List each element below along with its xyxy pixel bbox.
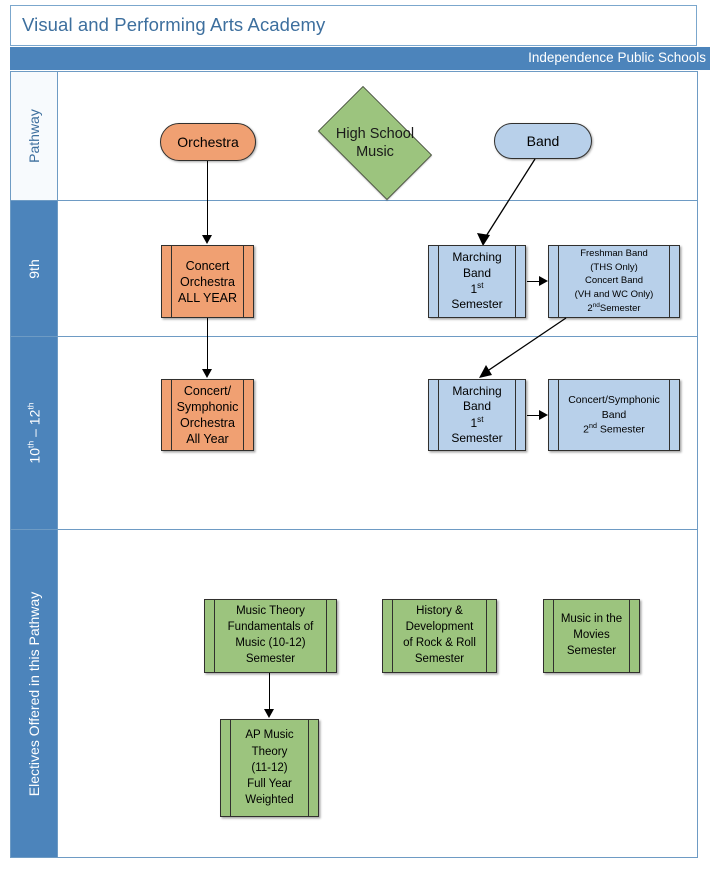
connector-marching-to-concert-symphonic xyxy=(527,415,542,417)
node-orchestra-label: Orchestra xyxy=(177,134,239,150)
arrowhead-cso xyxy=(202,369,212,378)
node-rock-and-roll[interactable]: History & Development of Rock & Roll Sem… xyxy=(382,599,497,673)
row-label-grade9-text: 9th xyxy=(26,258,42,279)
node-marching-band-9[interactable]: Marching Band 1st Semester xyxy=(428,245,526,318)
node-concert-symphonic-band-label: Concert/Symphonic Band 2nd Semester xyxy=(568,394,660,436)
node-marching-band-9-label: Marching Band 1st Semester xyxy=(451,250,503,312)
row-label-grade1012-text: 10th – 12th xyxy=(25,402,43,464)
connector-orchestra-to-concert-orchestra xyxy=(207,161,209,239)
node-high-school-music-label: High School Music xyxy=(335,125,415,160)
row-label-electives-text: Electives Offered in this Pathway xyxy=(26,591,42,796)
diagram-frame xyxy=(10,71,698,858)
node-freshman-band[interactable]: Freshman Band (THS Only) Concert Band (V… xyxy=(548,245,680,318)
subtitle-bar: Independence Public Schools xyxy=(10,47,710,70)
node-concert-orchestra[interactable]: Concert Orchestra ALL YEAR xyxy=(161,245,254,318)
connector-music-theory-to-ap xyxy=(269,673,271,713)
connector-marching-to-freshman xyxy=(527,281,542,283)
node-music-movies[interactable]: Music in the Movies Semester xyxy=(543,599,640,673)
node-concert-symphonic-orchestra[interactable]: Concert/ Symphonic Orchestra All Year xyxy=(161,379,254,451)
node-concert-symphonic-orchestra-label: Concert/ Symphonic Orchestra All Year xyxy=(176,384,239,446)
page-title: Visual and Performing Arts Academy xyxy=(22,14,326,35)
arrowhead-concert-symphonic-band xyxy=(539,410,548,420)
row-label-grade9: 9th xyxy=(11,201,57,336)
row-label-grade1012: 10th – 12th xyxy=(11,337,57,529)
district-name: Independence Public Schools xyxy=(528,50,706,65)
arrowhead-freshman-band xyxy=(539,276,548,286)
node-ap-music-theory-label: AP Music Theory (11-12) Full Year Weight… xyxy=(245,729,294,807)
row-label-electives: Electives Offered in this Pathway xyxy=(11,530,57,857)
row-label-column-divider xyxy=(57,71,58,858)
node-band-label: Band xyxy=(526,133,560,149)
arrowhead-ap-music-theory xyxy=(264,709,274,718)
node-music-movies-label: Music in the Movies Semester xyxy=(560,613,623,657)
row-label-pathway: Pathway xyxy=(11,72,57,200)
node-high-school-music[interactable]: High School Music xyxy=(306,86,444,200)
node-music-theory-label: Music Theory Fundamentals of Music (10-1… xyxy=(227,605,314,665)
row-divider-pathway xyxy=(10,200,698,201)
arrowhead-concert-orchestra xyxy=(202,235,212,244)
node-freshman-band-label: Freshman Band (THS Only) Concert Band (V… xyxy=(574,248,654,315)
node-ap-music-theory[interactable]: AP Music Theory (11-12) Full Year Weight… xyxy=(220,719,319,817)
connector-concert-orchestra-to-cso xyxy=(207,318,209,372)
node-concert-symphonic-band[interactable]: Concert/Symphonic Band 2nd Semester xyxy=(548,379,680,451)
row-divider-grade1012 xyxy=(10,529,698,530)
row-divider-grade9 xyxy=(10,336,698,337)
node-marching-band-1012-label: Marching Band 1st Semester xyxy=(451,383,503,445)
node-orchestra[interactable]: Orchestra xyxy=(160,123,256,161)
title-box xyxy=(10,5,697,46)
node-concert-orchestra-label: Concert Orchestra ALL YEAR xyxy=(177,258,238,305)
node-rock-and-roll-label: History & Development of Rock & Roll Sem… xyxy=(403,605,476,665)
node-music-theory[interactable]: Music Theory Fundamentals of Music (10-1… xyxy=(204,599,337,673)
row-label-pathway-text: Pathway xyxy=(26,109,42,163)
node-band[interactable]: Band xyxy=(494,123,592,159)
node-marching-band-1012[interactable]: Marching Band 1st Semester xyxy=(428,379,526,451)
